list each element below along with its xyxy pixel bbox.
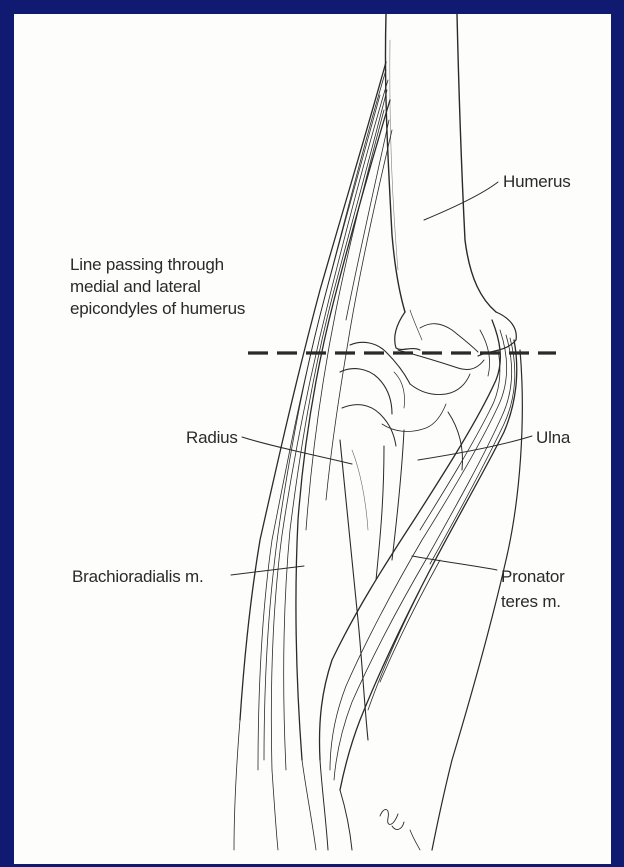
label-pronator-teres: Pronator teres m. — [501, 566, 565, 613]
label-ulna: Ulna — [536, 427, 570, 449]
label-brachioradialis: Brachioradialis m. — [72, 566, 204, 588]
humerus-bone — [385, 14, 516, 356]
label-epicondyle-line-3: epicondyles of humerus — [70, 298, 245, 320]
label-humerus: Humerus — [503, 171, 571, 193]
label-radius: Radius — [186, 427, 238, 449]
brachioradialis-muscle — [234, 62, 392, 850]
pronator-teres-leader — [412, 556, 497, 570]
label-epicondyle-line: Line passing through medial and lateral … — [70, 254, 245, 320]
diagram-sheet: Humerus Line passing through medial and … — [14, 14, 611, 864]
ulna-leader — [418, 436, 532, 460]
label-pronator-teres-2: teres m. — [501, 591, 565, 613]
label-epicondyle-line-2: medial and lateral — [70, 276, 245, 298]
pronator-teres-muscle — [320, 320, 517, 790]
artist-signature — [380, 809, 404, 829]
radius-leader — [242, 437, 352, 464]
elbow-anatomy-illustration — [14, 14, 611, 864]
elbow-joint — [340, 342, 484, 446]
forearm-outline — [320, 350, 522, 850]
label-epicondyle-line-1: Line passing through — [70, 254, 245, 276]
radius-bone — [340, 440, 384, 740]
label-pronator-teres-1: Pronator — [501, 566, 565, 588]
humerus-leader — [424, 182, 498, 220]
